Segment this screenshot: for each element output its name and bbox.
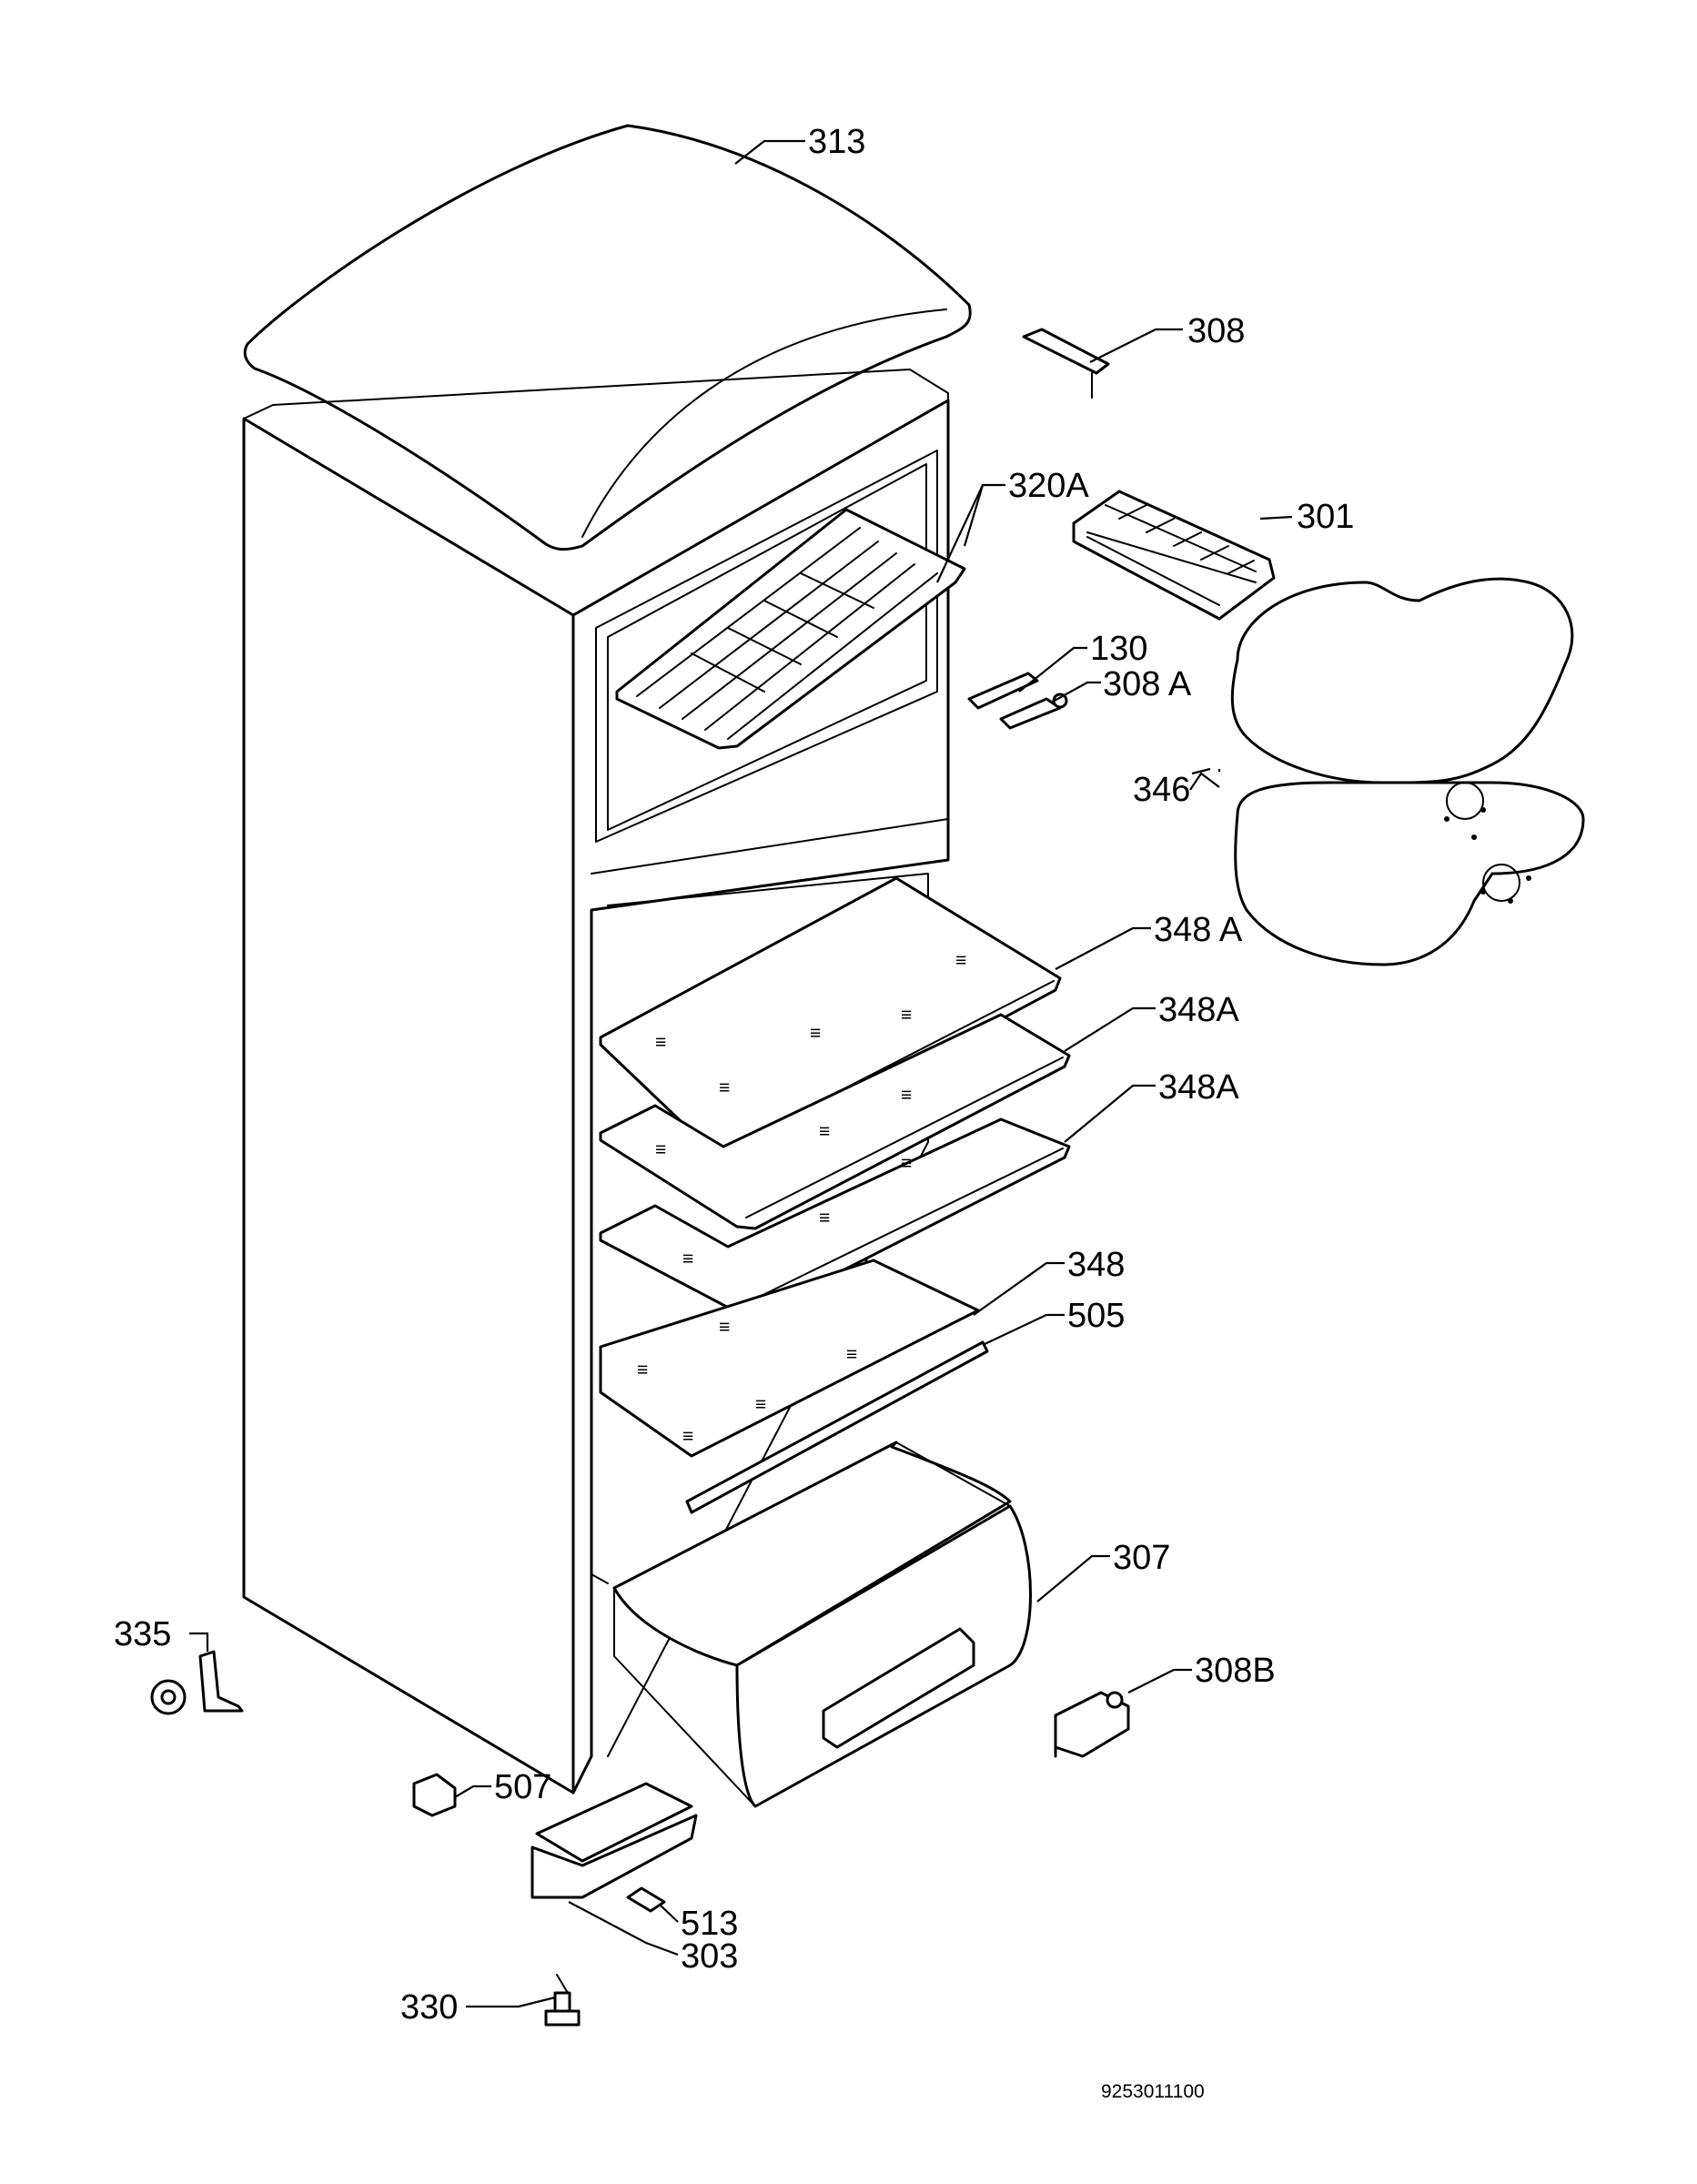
drawing-number: 9253011100 — [1101, 2081, 1205, 2102]
callout-308b: 308B — [1195, 1652, 1276, 1690]
callout-348a-1: 348 A — [1154, 911, 1243, 949]
callout-513: 513 — [681, 1905, 738, 1943]
lamp-cover-part — [967, 672, 1039, 710]
callout-507: 507 — [494, 1768, 551, 1806]
svg-text:≡: ≡ — [719, 1077, 730, 1098]
callout-330: 330 — [400, 1988, 458, 2027]
svg-text:≡: ≡ — [901, 1153, 912, 1174]
svg-text:≡: ≡ — [810, 1023, 821, 1044]
callout-505: 505 — [1067, 1297, 1125, 1335]
callout-348a-3: 348A — [1158, 1068, 1239, 1107]
svg-text:≡: ≡ — [682, 1249, 693, 1269]
svg-text:≡: ≡ — [901, 1085, 912, 1106]
bottom-hinge-left — [150, 1650, 244, 1715]
leader-lines — [189, 139, 1293, 2008]
callout-335: 335 — [114, 1615, 171, 1653]
callout-303: 303 — [681, 1937, 738, 1976]
crisper-drawer — [612, 1441, 1032, 1808]
freezer-wire-shelf — [615, 508, 966, 750]
callout-307: 307 — [1113, 1539, 1170, 1577]
callout-308: 308 — [1187, 312, 1245, 350]
svg-text:≡: ≡ — [682, 1426, 693, 1447]
callout-346: 346 — [1133, 771, 1190, 809]
svg-text:≡: ≡ — [655, 1139, 666, 1160]
callout-313: 313 — [808, 123, 865, 161]
svg-text:≡: ≡ — [637, 1360, 648, 1380]
glass-shelf-2: ≡ ≡ ≡ — [599, 1013, 1071, 1230]
door-hinge-middle — [999, 693, 1068, 730]
callout-348a-2: 348A — [1158, 991, 1239, 1029]
ice-cube-tray — [1072, 490, 1276, 621]
shelf-front-trim — [685, 1340, 989, 1514]
callout-308a: 308 A — [1103, 665, 1192, 703]
svg-text:≡: ≡ — [819, 1121, 830, 1142]
adjustable-foot — [544, 1974, 581, 2027]
svg-text:≡: ≡ — [655, 1032, 666, 1053]
callout-320a: 320A — [1008, 467, 1089, 505]
plinth-insert — [626, 1886, 666, 1913]
glass-shelf-3: ≡ ≡ ≡ — [599, 1117, 1071, 1317]
svg-text:≡: ≡ — [955, 950, 966, 971]
top-cover-part — [243, 124, 972, 551]
plinth-kickplate — [530, 1782, 698, 1899]
callout-301: 301 — [1297, 498, 1354, 536]
svg-text:≡: ≡ — [819, 1208, 830, 1228]
svg-text:≡: ≡ — [755, 1394, 766, 1415]
bottom-hinge-right — [1054, 1691, 1130, 1758]
callout-labels: 313 308 320A 301 130 308 A 346 348 A 348… — [114, 123, 1354, 2102]
egg-container — [1230, 577, 1585, 966]
svg-text:≡: ≡ — [846, 1344, 857, 1365]
crisper-cover-glass: ≡ ≡ ≡ ≡ ≡ — [599, 1259, 980, 1458]
svg-text:≡: ≡ — [901, 1005, 912, 1026]
plinth-clip — [412, 1773, 457, 1817]
hinge-bracket-top — [1022, 328, 1110, 399]
callout-130: 130 — [1090, 630, 1147, 668]
callout-348: 348 — [1067, 1246, 1125, 1284]
cabinet-body — [242, 369, 950, 1795]
svg-text:≡: ≡ — [719, 1317, 730, 1338]
